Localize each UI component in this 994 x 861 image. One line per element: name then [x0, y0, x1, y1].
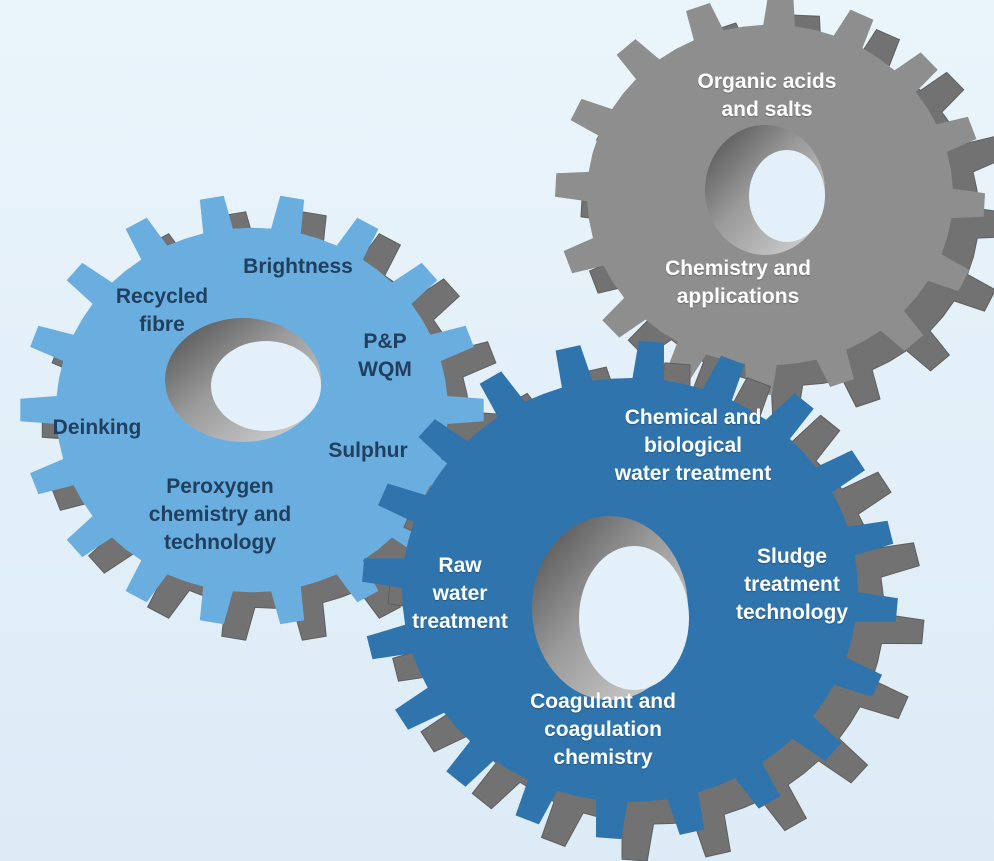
gear-paper-chemistry-hole-opening — [211, 341, 321, 431]
gear-water-treatment-hole-opening — [579, 546, 689, 690]
gear-organic-acids-hole-opening — [749, 150, 825, 242]
label-recycled-fibre: Recycled fibre — [115, 285, 209, 336]
label-raw-water: Raw water treatment — [412, 554, 508, 633]
label-deinking: Deinking — [52, 416, 142, 439]
label-pp-wqm: P&P WQM — [358, 330, 412, 381]
label-brightness: Brightness — [243, 255, 353, 278]
label-chemistry-applications: Chemistry and applications — [665, 257, 811, 308]
label-sludge: Sludge treatment technology — [735, 545, 849, 624]
gear-organic-acids — [555, 0, 994, 416]
label-organic-acids: Organic acids and salts — [697, 70, 837, 121]
gear-water-treatment — [362, 340, 925, 861]
label-peroxygen: Peroxygen chemistry and technology — [148, 475, 292, 554]
label-sulphur: Sulphur — [328, 439, 408, 462]
gear-paper-chemistry — [20, 195, 507, 641]
label-coagulant: Coagulant and coagulation chemistry — [530, 690, 676, 769]
label-chemical-biological: Chemical and biological water treatment — [614, 406, 772, 485]
